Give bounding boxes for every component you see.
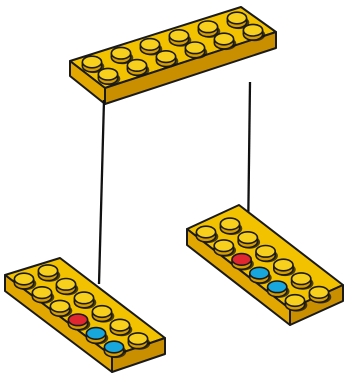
left-plate-stud-r0-c3	[68, 314, 90, 331]
left-plate-stud-r0-c1	[32, 287, 54, 304]
right-plate-stud-r1-c2	[256, 246, 278, 263]
top-plate-stud-r1-c3	[185, 42, 207, 59]
left-plate-stud-r1-c2	[74, 292, 96, 309]
left-plate-stud-r1-c1	[56, 279, 78, 296]
top-plate-stud-r1-c5	[243, 24, 265, 41]
right-plate	[187, 205, 343, 325]
right-plate-stud-r1-c1	[238, 232, 260, 249]
right-plate-stud-r1-c0	[220, 218, 242, 235]
left-plate-stud-r0-c2	[50, 300, 72, 317]
left-plate-stud-r1-c5	[128, 333, 150, 350]
left-plate-stud-r1-c4	[110, 319, 132, 336]
top-plate-stud-r1-c4	[214, 33, 236, 50]
left-plate-stud-r0-c0	[14, 273, 36, 290]
right-plate-stud-r0-c3	[250, 267, 272, 284]
top-plate-stud-r1-c1	[127, 60, 149, 77]
left-plate-stud-r1-c3	[92, 306, 114, 323]
guide-line-left	[99, 100, 104, 284]
right-plate-stud-r0-c2	[232, 254, 254, 271]
right-plate-stud-r1-c4	[292, 273, 314, 290]
left-plate-stud-r1-c0	[38, 265, 60, 282]
left-plate-stud-r0-c5	[104, 341, 126, 358]
left-plate-stud-r0-c4	[86, 328, 108, 345]
right-plate-stud-r0-c0	[196, 226, 218, 243]
right-plate-stud-r1-c3	[274, 259, 296, 276]
left-plate	[5, 258, 165, 372]
right-plate-stud-r0-c1	[214, 240, 236, 257]
right-plate-stud-r0-c5	[285, 295, 307, 312]
right-plate-stud-r1-c5	[309, 287, 331, 304]
top-plate	[70, 7, 276, 104]
top-plate-stud-r1-c0	[98, 68, 120, 85]
right-plate-stud-r0-c4	[268, 281, 290, 298]
top-plate-stud-r1-c2	[156, 51, 178, 68]
